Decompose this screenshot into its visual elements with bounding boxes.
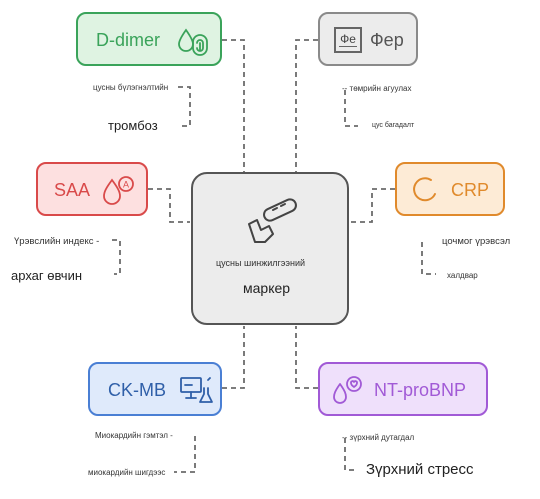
- saa-icon-text: A: [123, 180, 129, 190]
- center-marker-box: цусны шинжилгээний маркер: [191, 172, 349, 325]
- fer-note2: цус багадалт: [372, 122, 415, 129]
- ntprobnp-note2: Зүрхний стресс: [366, 461, 474, 478]
- ddimer-box: D-dimer: [76, 12, 222, 66]
- saa-note1: Үрэвслийн индекс -: [14, 236, 100, 247]
- fer-icon-text: Фе: [340, 32, 356, 46]
- ntprobnp-label: NT-proBNP: [374, 380, 467, 400]
- ckmb-note1: Миокардийн гэмтэл -: [95, 431, 173, 440]
- fingerprint-drop-icon: [178, 28, 208, 56]
- crp-note1: цочмог үрэвсэл: [442, 236, 511, 247]
- circle-c-icon: [413, 177, 436, 202]
- test-tube-hand-icon: [248, 198, 297, 243]
- fer-note1: -- төмрийн агуулах: [342, 84, 412, 93]
- saa-note2: архаг өвчин: [11, 268, 83, 283]
- fer-box: Фе Фер: [318, 12, 418, 66]
- heart-drop-icon: [333, 376, 362, 404]
- ddimer-label: D-dimer: [96, 30, 161, 50]
- drop-a-icon: A: [103, 176, 134, 205]
- saa-label: SAA: [54, 180, 91, 200]
- ddimer-note2: тромбоз: [108, 118, 158, 133]
- ckmb-box: CK-MB: [88, 362, 222, 416]
- monitor-flask-icon: [180, 377, 213, 403]
- crp-label: CRP: [451, 180, 490, 200]
- crp-note2: халдвар: [447, 271, 478, 280]
- saa-box: SAA A: [36, 162, 148, 216]
- ckmb-note2: миокардийн шигдээс: [88, 468, 166, 477]
- element-tile-icon: Фе: [334, 27, 362, 53]
- ntprobnp-box: NT-proBNP: [318, 362, 488, 416]
- ckmb-label: CK-MB: [108, 380, 166, 400]
- center-line2: маркер: [243, 280, 291, 296]
- ntprobnp-note1: -- зүрхний дутагдал: [342, 433, 415, 442]
- ddimer-note1: цусны бүлэгнэлтийн: [93, 83, 169, 92]
- fer-label: Фер: [370, 30, 404, 50]
- crp-box: CRP: [395, 162, 505, 216]
- center-line1: цусны шинжилгээний: [216, 258, 306, 268]
